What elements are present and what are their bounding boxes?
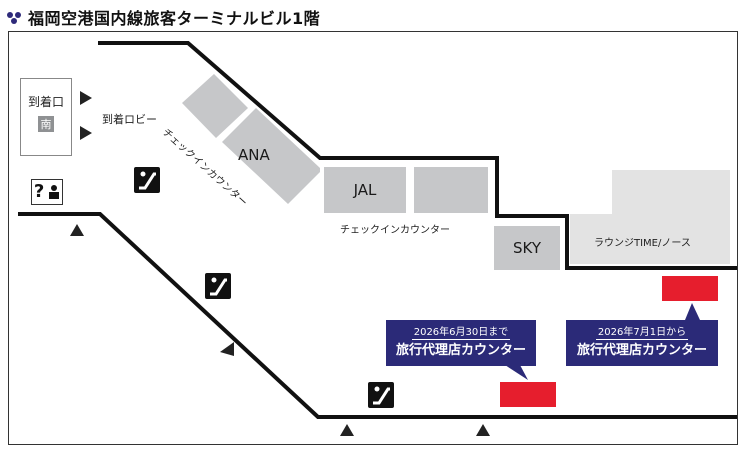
travel-agency-counter-current [500,382,556,407]
escalator-icon [134,167,160,193]
lounge-area [570,170,730,264]
entrance-arrow-icon [340,424,354,436]
travel-agency-current-label: 2026年6月30日まで 旅行代理店カウンター [386,320,536,366]
label-pointer [685,303,700,320]
entrance-arrow-icon [476,424,490,436]
ana-label: ANA [238,146,270,164]
checkin-counter-ana [222,108,320,204]
checkin-counter-sky: SKY [494,226,560,270]
entrance-arrow-icon [80,126,92,140]
checkin-label-horizontal: チェックインカウンター [340,225,450,236]
travel-agency-current-name: 旅行代理店カウンター [395,343,526,358]
lower-wall [18,212,737,419]
travel-agency-new-date: 2026年7月1日から [595,327,689,340]
sky-label: SKY [513,239,541,257]
arrival-gate: 到着口 南 [20,78,72,156]
map-frame [8,31,738,445]
jal-label: JAL [353,181,377,199]
travel-agency-new-name: 旅行代理店カウンター [576,343,707,358]
escalator-icon [368,382,394,408]
bullet-icon [6,9,24,25]
lounge-label: ラウンジTIME/ノース [594,238,691,249]
travel-agency-current-date: 2026年6月30日まで [411,327,511,340]
entrance-arrow-icon [80,91,92,105]
arrival-gate-label: 到着口 [27,95,64,109]
label-pointer [505,365,528,380]
upper-wall [98,41,737,270]
travel-agency-counter-new [662,276,718,301]
entrance-arrow-icon [220,342,234,356]
arrival-lobby-label: 到着ロビー [102,113,157,126]
arrival-gate-wing: 南 [38,116,54,132]
entrance-arrow-icon [70,224,84,236]
escalator-icon [205,273,231,299]
checkin-counter-blank [414,167,488,213]
travel-agency-new-label: 2026年7月1日から 旅行代理店カウンター [566,320,718,366]
map-title: 福岡空港国内線旅客ターミナルビル1階 [6,6,320,28]
checkin-counter-blank [182,74,248,138]
checkin-counter-jal: JAL [324,167,406,213]
map-title-text: 福岡空港国内線旅客ターミナルビル1階 [28,9,321,28]
info-help-icon: ? [31,179,63,205]
